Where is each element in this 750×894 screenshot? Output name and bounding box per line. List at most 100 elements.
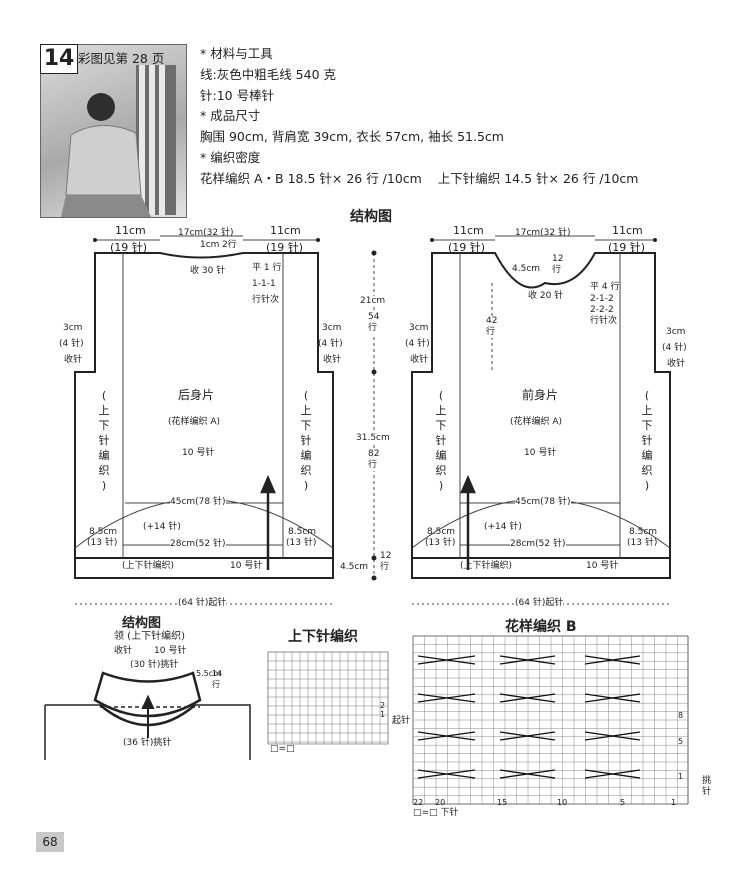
collar-pickup-36: (36 针)挑针 (123, 738, 172, 749)
pattern-number: 14 (40, 44, 78, 74)
front-piece-name: 前身片 (522, 388, 559, 402)
front-row-note-4: 行针次 (590, 316, 618, 326)
back-side-right-label: (上下针编织) (300, 389, 312, 492)
pattern-b-row-5: 5 (678, 737, 684, 746)
front-top-left-stitches: (19 针) (448, 241, 486, 254)
model-photo (40, 44, 187, 218)
size-heading: * 成品尺寸 (200, 108, 261, 123)
cable-cross (584, 655, 641, 665)
pattern-b-row-1: 1 (678, 772, 684, 781)
cable-cross (584, 769, 641, 779)
front-piece-outline (411, 252, 671, 579)
back-pattern-label: (花样编织 A) (168, 417, 221, 427)
back-top-left-stitches: (19 针) (110, 241, 148, 254)
front-neck-depth-rows: 12行 (552, 254, 564, 275)
yarn-line: 线:灰色中粗毛线 540 克 (200, 67, 337, 82)
front-armhole-right-cm: 3cm (666, 327, 686, 337)
front-hem-width: 28cm(52 针) (510, 539, 566, 550)
back-row-note-1: 平 1 行 (252, 263, 282, 273)
pattern-b-title: 花样编织 B (505, 619, 577, 635)
back-width-label: 45cm(78 针) (170, 497, 226, 508)
size-line: 胸围 90cm, 背肩宽 39cm, 衣长 57cm, 袖长 51.5cm (200, 129, 504, 144)
back-neck-depth: 1cm (200, 240, 220, 250)
pattern-b-col-20: 20 (435, 798, 446, 807)
back-corner-right-st: (13 针) (286, 538, 317, 548)
front-armhole-right-bind: 收针 (667, 359, 686, 369)
back-armhole-left-cm: 3cm (63, 323, 83, 333)
front-top-right-cm: 11cm (612, 224, 643, 237)
back-hem-needle: 10 号针 (230, 561, 263, 571)
back-row-note-3: 行针次 (252, 295, 280, 305)
front-top-right-stitches: (19 针) (608, 241, 646, 254)
collar-needle: 10 号针 (154, 646, 187, 656)
back-armhole-left-st: (4 针) (59, 339, 84, 349)
front-42-rows: 42行 (486, 316, 498, 338)
back-side-left-label: (上下针编织) (98, 389, 110, 492)
pattern-b-col-10: 10 (557, 798, 568, 807)
front-neck-width: 17cm(32 针) (515, 228, 571, 238)
cable-cross (417, 655, 476, 665)
back-armhole-left-bind: 收针 (64, 355, 83, 365)
cable-cross (499, 731, 556, 741)
back-armhole-right-st: (4 针) (318, 339, 343, 349)
front-corner-right-cm: 8.5cm (629, 527, 658, 537)
pattern-b-pickup: 挑针 (702, 776, 712, 797)
back-bind-off: 收 30 针 (190, 266, 226, 276)
front-top-left-cm: 11cm (453, 224, 484, 237)
front-side-left-label: (上下针编织) (435, 389, 447, 492)
back-cast-on: (64 针)起针 (178, 598, 227, 609)
stockinette-row-2: 2 (380, 701, 386, 710)
front-hem-needle: 10 号针 (586, 561, 619, 571)
front-corner-left-st: (13 针) (425, 538, 456, 548)
back-needle-label: 10 号针 (182, 448, 215, 458)
stockinette-start: 起针 (392, 716, 411, 726)
needle-line: 针:10 号棒针 (200, 88, 275, 103)
back-increase: (+14 针) (143, 522, 181, 532)
front-armhole-left-cm: 3cm (409, 323, 429, 333)
structure-title: 结构图 (350, 209, 392, 225)
mid-height-rows: 82行 (368, 449, 380, 471)
collar-structure-title: 结构图 (122, 616, 162, 631)
collar-height-rows: 14行 (212, 669, 223, 689)
pattern-b-col-5: 5 (620, 798, 626, 807)
back-corner-right-cm: 8.5cm (288, 527, 317, 537)
collar-height: 5.5cm (196, 669, 221, 678)
stockinette-title: 上下针编织 (288, 629, 358, 645)
pattern-b-legend: □=□ 下针 (413, 808, 459, 818)
cable-cross (584, 693, 641, 703)
gauge-heading: * 编织密度 (200, 150, 261, 165)
cable-cross (499, 655, 556, 665)
back-hem-label: (上下针编织) (122, 561, 175, 571)
front-bind-off: 收 20 针 (528, 291, 564, 301)
front-hem-label: (上下针编织) (460, 561, 513, 571)
materials-heading: * 材料与工具 (200, 46, 273, 61)
front-corner-left-cm: 8.5cm (427, 527, 456, 537)
cable-cross (417, 693, 476, 703)
front-armhole-left-bind: 收针 (410, 355, 429, 365)
collar-label: 领 (上下针编织) (114, 631, 185, 642)
back-armhole-right-cm: 3cm (322, 323, 342, 333)
cable-cross (499, 769, 556, 779)
back-top-right-stitches: (19 针) (266, 241, 304, 254)
upper-height-rows: 54行 (368, 312, 380, 334)
back-top-right-cm: 11cm (270, 224, 301, 237)
stockinette-legend: □=□ (270, 744, 295, 754)
pattern-b-col-15: 15 (497, 798, 508, 807)
photo-caption: 彩图见第 28 页 (78, 51, 165, 66)
front-row-note-1: 平 4 行 (590, 282, 620, 292)
back-neck-width: 17cm(32 针) (178, 228, 234, 238)
lower-height-rows: 12行 (380, 551, 392, 572)
gauge-line: 花样编织 A・B 18.5 针× 26 行 /10cm 上下针编织 14.5 针… (200, 171, 639, 186)
stockinette-row-1: 1 (380, 710, 386, 719)
cable-cross (417, 769, 476, 779)
collar-bind: 收针 (114, 646, 133, 656)
front-armhole-right-st: (4 针) (662, 343, 687, 353)
model-illustration (61, 65, 176, 217)
back-row-note-2: 1-1-1 (252, 279, 276, 289)
cable-cross (584, 731, 641, 741)
lower-height-cm: 4.5cm (340, 562, 369, 572)
back-piece-name: 后身片 (178, 388, 215, 402)
front-pattern-label: (花样编织 A) (510, 417, 563, 427)
pattern-b-col-1: 1 (671, 798, 677, 807)
collar-pickup-30: (30 针)挑针 (130, 660, 179, 670)
